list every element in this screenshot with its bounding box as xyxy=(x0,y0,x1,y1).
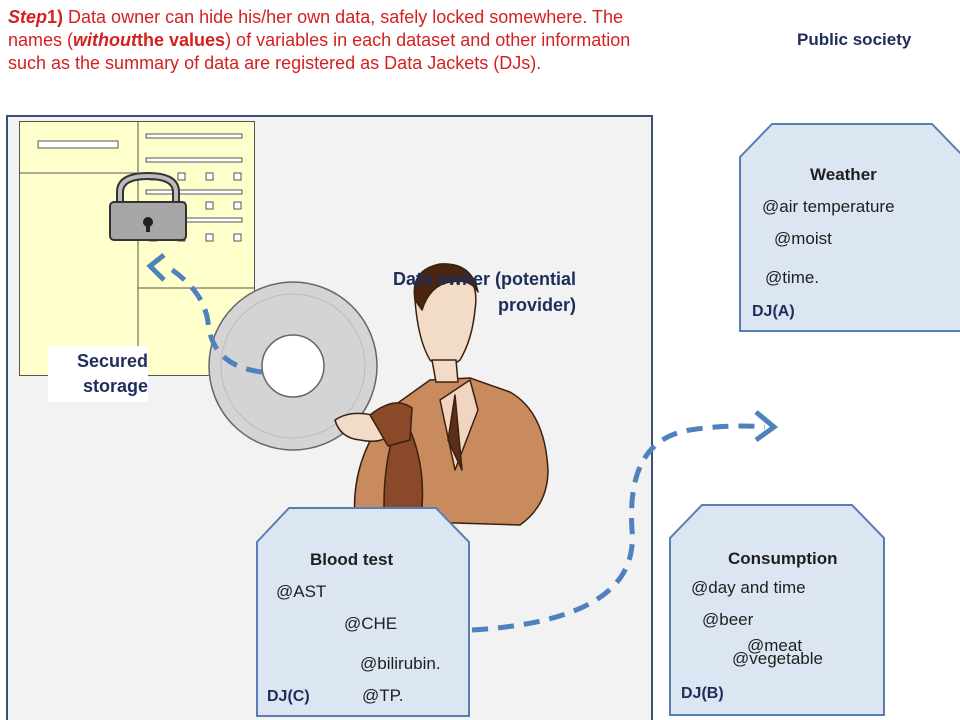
data-owner-label: Data owner (potential provider) xyxy=(392,269,576,315)
storage-details xyxy=(19,121,255,376)
dj-variable: @CHE xyxy=(344,614,398,633)
step-label: Step xyxy=(8,7,48,27)
dj-variable: @beer xyxy=(702,610,754,629)
step-the-values: the values xyxy=(137,30,226,50)
data-owner-figure xyxy=(334,263,549,526)
step-intro: Data owner can hide his/her own data, sa… xyxy=(8,7,624,50)
dj-c-shape xyxy=(256,507,470,717)
store-arrow xyxy=(163,262,263,375)
step-description: Step1) Data owner can hide his/her own d… xyxy=(8,6,648,75)
dj-id: DJ(C) xyxy=(267,688,310,705)
dj-variable: @TP. xyxy=(362,686,404,705)
dj-variable: @air temperature xyxy=(762,197,895,216)
public-society-label: Public society xyxy=(797,30,912,49)
dj-variable: @day and time xyxy=(691,578,806,597)
dj-variable: @meat xyxy=(747,636,803,655)
secured-storage-label: Secured storage xyxy=(48,346,148,402)
step-without: without xyxy=(73,30,138,50)
dj-id: DJ(A) xyxy=(752,303,795,320)
dj-variable: @moist xyxy=(774,229,832,248)
dj-variable: @vegetable xyxy=(732,649,823,668)
dj-variable: @time. xyxy=(765,268,820,287)
dj-a-shape xyxy=(739,123,960,332)
dj-id: DJ(B) xyxy=(681,685,724,702)
store-arrow-head xyxy=(146,253,166,282)
dj-variable: @AST xyxy=(276,582,327,601)
dj-title: Consumption xyxy=(728,549,838,568)
dj-b-shape xyxy=(669,504,885,716)
padlock-icon xyxy=(109,171,187,241)
disk-icon xyxy=(208,281,378,451)
dj-variable: @bilirubin. xyxy=(360,654,441,673)
step-number: 1) xyxy=(47,7,64,27)
dj-title: Weather xyxy=(810,165,877,184)
publish-arrow xyxy=(471,423,766,633)
publish-arrow-head xyxy=(754,410,779,443)
step-rest: ) of variables in each dataset and other… xyxy=(8,30,631,73)
dj-title: Blood test xyxy=(310,550,394,569)
